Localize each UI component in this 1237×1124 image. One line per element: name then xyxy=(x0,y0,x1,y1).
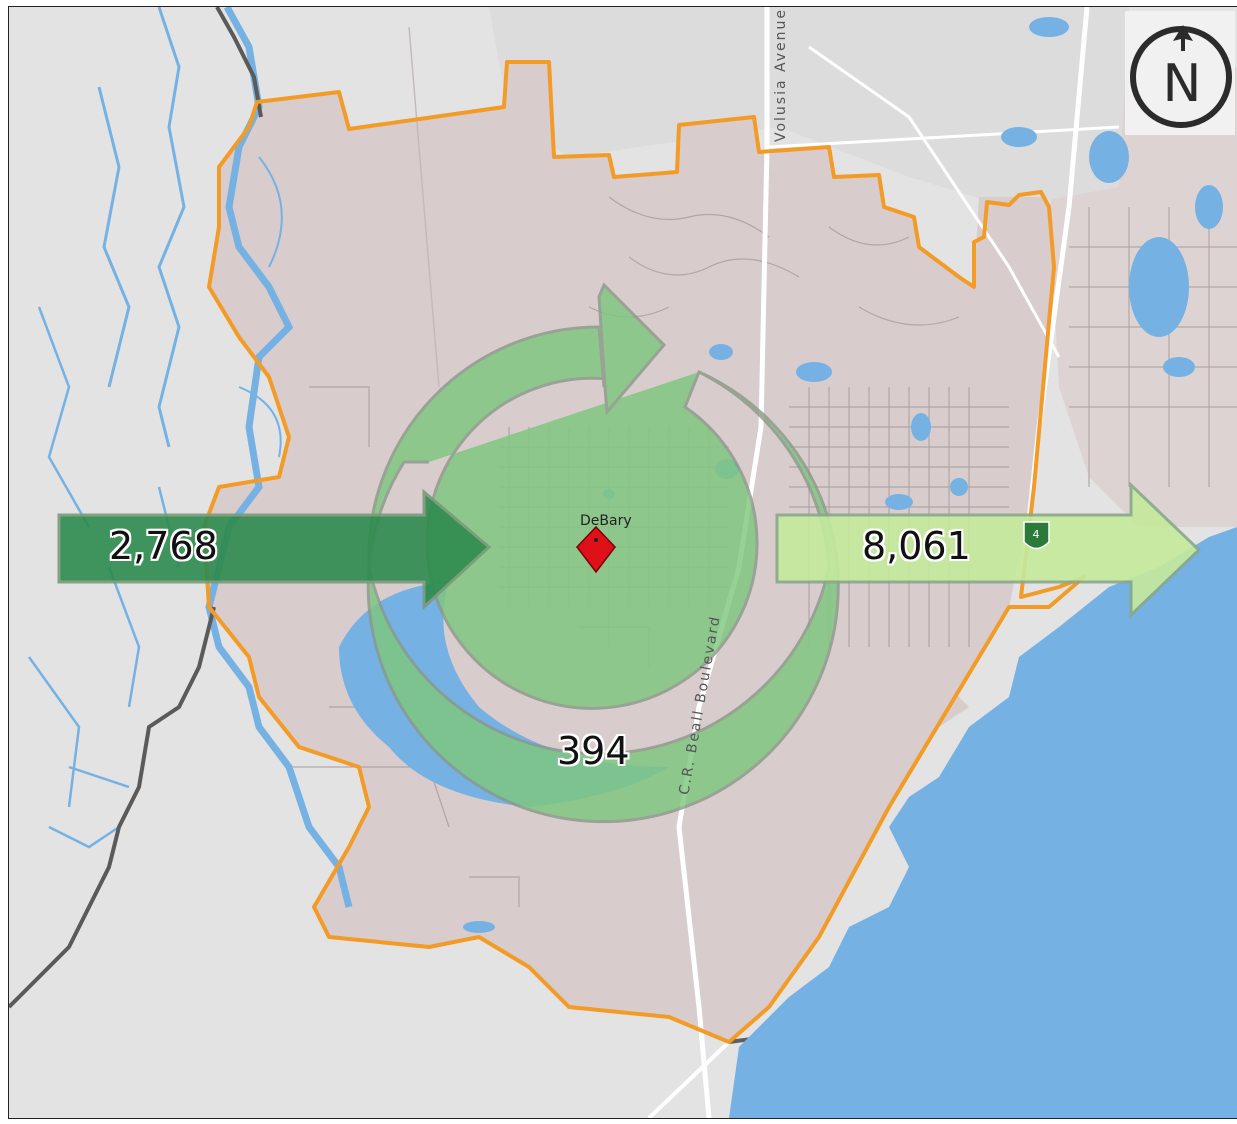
lake-monroe xyxy=(729,527,1237,1118)
crescent-lake xyxy=(339,582,669,807)
north-arrow-letter: N xyxy=(1163,54,1202,114)
lake-peninsula xyxy=(889,687,969,747)
inflow-value: 2,768 xyxy=(109,524,218,568)
small-ponds xyxy=(463,17,1223,933)
internal-flow-arrowhead xyxy=(597,282,667,416)
map-frame: 4 Volusia Avenue C.R. Beall Boulevard De… xyxy=(8,6,1237,1119)
outflow-value: 8,061 xyxy=(862,524,971,568)
map-canvas[interactable]: 4 xyxy=(9,7,1237,1118)
highway-shield-number: 4 xyxy=(1033,528,1040,541)
place-marker-icon[interactable] xyxy=(576,525,616,574)
street-label-volusia-avenue: Volusia Avenue xyxy=(773,7,790,143)
internal-flow-value: 394 xyxy=(557,729,630,773)
north-arrow-icon: N xyxy=(1130,25,1232,128)
outflow-arrow[interactable] xyxy=(775,481,1202,619)
urban-area-north xyxy=(489,7,1129,207)
county-line xyxy=(9,7,263,1009)
inflow-arrow[interactable] xyxy=(57,488,492,611)
highway-shield-icon: 4 xyxy=(1023,521,1050,550)
place-label-debary: DeBary xyxy=(580,513,632,529)
western-river xyxy=(27,7,353,908)
north-arrow: N xyxy=(1125,11,1235,135)
